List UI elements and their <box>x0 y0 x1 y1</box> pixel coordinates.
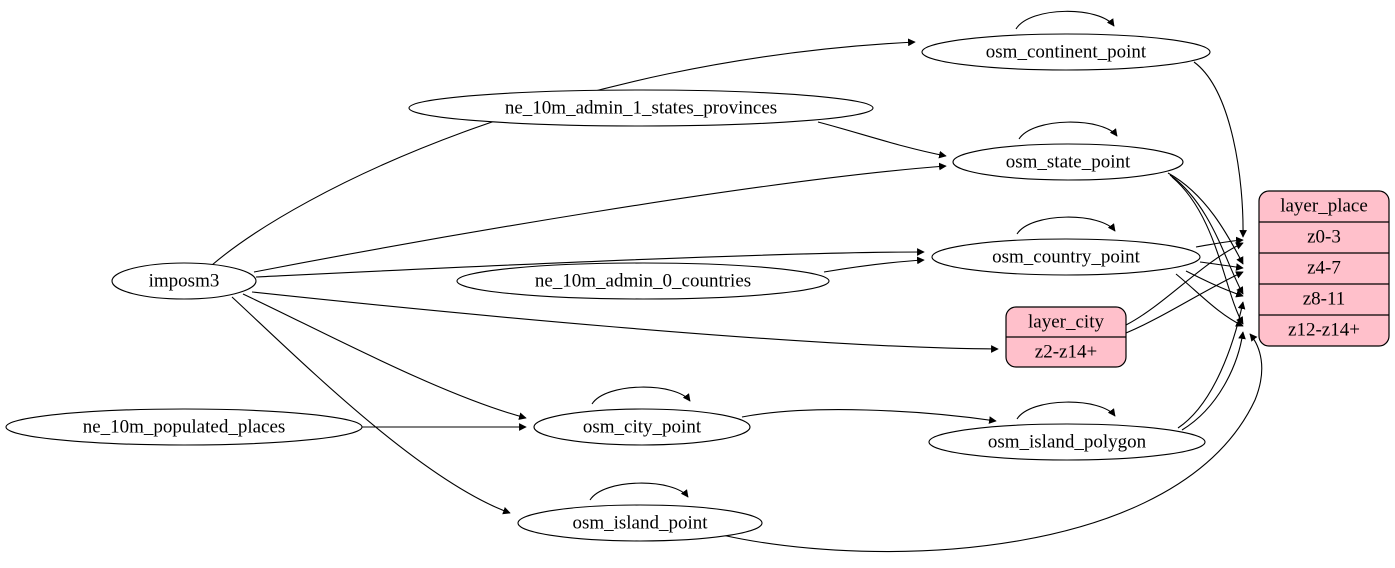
node-layer_place-row-z4-7[interactable]: z4-7 <box>1307 257 1341 278</box>
edge-layer_city-to-layer_place-z4-7 <box>1125 271 1244 334</box>
node-osm_city_point[interactable]: osm_city_point <box>533 408 751 446</box>
edge-self-loop-osm_city_point <box>591 386 691 405</box>
edge-self-loop-osm_continent_point <box>1015 10 1115 30</box>
node-layer_city-title: layer_city <box>1028 311 1104 332</box>
edge-layer_city-to-layer_place-z0-3 <box>1125 242 1244 326</box>
node-osm_country_point[interactable]: osm_country_point <box>931 238 1201 276</box>
edge-self-loop-osm_country_point <box>1016 216 1116 235</box>
node-osm_state_point-shape[interactable] <box>952 143 1184 181</box>
node-imposm3[interactable]: imposm3 <box>111 262 257 300</box>
node-osm_island_point-label: osm_island_point <box>572 512 708 533</box>
edge-imposm3-to-osm_state_point <box>253 162 947 273</box>
edge-osm_country_point-to-layer_place-z0-3 <box>1195 236 1244 248</box>
node-layer_place-row-z8-11[interactable]: z8-11 <box>1303 288 1346 309</box>
edge-self-loop-osm_state_point <box>1018 121 1118 140</box>
node-ne_populated-label: ne_10m_populated_places <box>83 416 286 437</box>
node-osm_continent_point[interactable]: osm_continent_point <box>921 33 1211 71</box>
node-imposm3-shape[interactable] <box>111 262 257 300</box>
edge-imposm3-to-osm_city_point <box>242 293 527 420</box>
node-ne_10m_admin_0_countries[interactable]: ne_10m_admin_0_countries <box>456 262 830 300</box>
node-layer_place-row-z12-z14[interactable]: z12-z14+ <box>1288 319 1360 340</box>
edge-imposm3-to-layer_city <box>251 291 999 353</box>
node-osm_city_point-shape[interactable] <box>533 408 751 446</box>
node-osm_state_point-label: osm_state_point <box>1006 151 1131 172</box>
edge-osm_state_point-to-layer_place-z12-z14+ <box>1171 176 1244 325</box>
node-ne_countries-label: ne_10m_admin_0_countries <box>535 270 751 291</box>
node-osm_island_polygon-shape[interactable] <box>928 423 1206 461</box>
edge-osm_island_point-to-layer_place-z12-z14+ <box>721 333 1263 553</box>
node-osm_country_point-label: osm_country_point <box>992 246 1140 267</box>
node-ne_10m_populated_places[interactable]: ne_10m_populated_places <box>5 408 363 446</box>
edge-osm_island_polygon-to-layer_place-z12-z14+ <box>1181 331 1246 431</box>
node-ne_states-label: ne_10m_admin_1_states_provinces <box>505 97 777 118</box>
node-imposm3-label: imposm3 <box>149 270 220 291</box>
node-osm_continent_point-shape[interactable] <box>921 33 1211 71</box>
edge-ne_countries-to-osm_country_point <box>823 256 925 273</box>
node-ne_countries-shape[interactable] <box>456 262 830 300</box>
edge-self-loop-osm_island_polygon <box>1016 401 1116 420</box>
node-osm_island_point-shape[interactable] <box>517 504 763 542</box>
edges-layer <box>211 10 1263 553</box>
edge-imposm3-to-osm_country_point <box>255 248 925 278</box>
node-osm_city_point-label: osm_city_point <box>583 416 702 437</box>
edge-ne_states-to-osm_state_point <box>817 121 947 159</box>
edge-osm_country_point-to-layer_place-z8-11 <box>1185 270 1244 298</box>
node-layer_place[interactable]: layer_place z0-3 z4-7 z8-11 z12-z14+ <box>1258 190 1390 347</box>
node-osm_country_point-shape[interactable] <box>931 238 1201 276</box>
edge-osm_continent_point-to-layer_place-z0-3 <box>1193 61 1247 238</box>
node-ne_10m_admin_1_states_provinces[interactable]: ne_10m_admin_1_states_provinces <box>408 89 874 127</box>
node-ne_populated-shape[interactable] <box>5 408 363 446</box>
node-ne_states-shape[interactable] <box>408 89 874 127</box>
node-layer_place-title: layer_place <box>1280 195 1368 216</box>
node-osm_state_point[interactable]: osm_state_point <box>952 143 1184 181</box>
node-osm_continent_point-label: osm_continent_point <box>986 41 1147 62</box>
edge-osm_state_point-to-layer_place-z4-7 <box>1167 172 1244 265</box>
edge-osm_island_polygon-to-layer_place-z8-11 <box>1177 301 1246 429</box>
node-osm_island_polygon-label: osm_island_polygon <box>988 431 1147 452</box>
edge-osm_country_point-to-layer_place-z12-z14+ <box>1175 273 1244 327</box>
node-layer_city[interactable]: layer_city z2-z14+ <box>1005 306 1127 368</box>
edge-osm_state_point-to-layer_place-z8-11 <box>1169 174 1244 295</box>
edge-osm_country_point-to-layer_place-z4-7 <box>1199 261 1244 271</box>
nodes-layer: imposm3 ne_10m_admin_1_states_provinces … <box>5 33 1390 542</box>
node-osm_island_polygon[interactable]: osm_island_polygon <box>928 423 1206 461</box>
node-layer_city-row-z2-z14[interactable]: z2-z14+ <box>1035 341 1097 362</box>
edge-self-loop-osm_island_point <box>589 482 689 501</box>
edge-imposm3-to-osm_island_point <box>231 296 511 515</box>
edge-imposm3-to-osm_continent_point <box>211 38 916 266</box>
node-osm_island_point[interactable]: osm_island_point <box>517 504 763 542</box>
node-layer_place-row-z0-3[interactable]: z0-3 <box>1307 226 1341 247</box>
node-layer_place-box[interactable] <box>1258 190 1390 347</box>
edge-osm_city_point-to-osm_island_polygon <box>741 409 997 424</box>
